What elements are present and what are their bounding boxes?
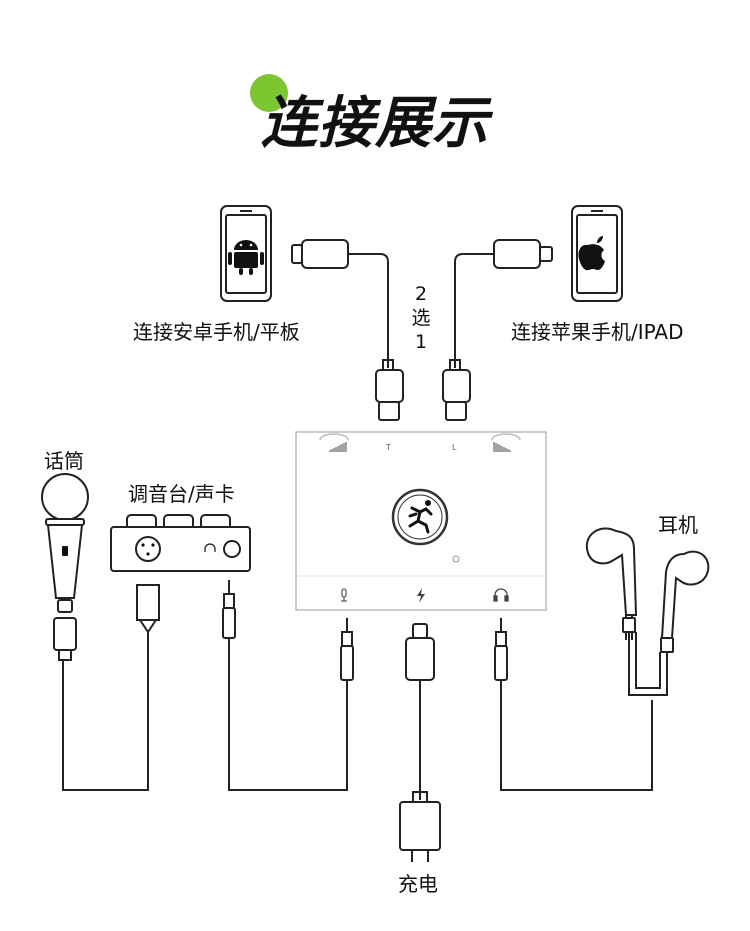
choice-line-1: 2 <box>414 283 428 305</box>
charger-label: 充电 <box>398 872 438 896</box>
choice-line-3: 1 <box>414 331 428 353</box>
audio-interface <box>295 431 547 611</box>
apple-icon <box>578 236 605 271</box>
headphone-icon <box>493 588 509 602</box>
microphone <box>41 473 89 661</box>
mixer <box>110 514 251 634</box>
xlr-cable <box>62 632 149 791</box>
mixer-label: 调音台/声卡 <box>128 482 235 506</box>
android-icon <box>228 240 264 275</box>
port-label-t: T <box>386 443 391 452</box>
apple-label: 连接苹果手机/IPAD <box>511 320 684 344</box>
title-accent-dot <box>250 74 288 112</box>
jack-left <box>222 580 348 791</box>
charging-cable <box>399 623 441 862</box>
android-label: 连接安卓手机/平板 <box>133 320 300 344</box>
port-label-l: L <box>452 443 457 452</box>
jack-center-left <box>340 618 354 686</box>
earphones-label: 耳机 <box>658 513 698 537</box>
choice-line-2: 选 <box>411 307 431 329</box>
jack-right <box>494 618 653 791</box>
lightning-icon <box>417 588 425 603</box>
earphones <box>585 527 710 696</box>
lightning-cable-right <box>442 239 553 421</box>
running-man-logo <box>391 488 449 546</box>
usb-c-cable-left <box>291 239 404 421</box>
level-meter-left <box>329 442 347 452</box>
mic-icon <box>341 588 347 602</box>
page-title: 连接展示 <box>261 91 489 156</box>
level-meter-right <box>493 442 511 452</box>
microphone-label: 话筒 <box>44 449 84 473</box>
